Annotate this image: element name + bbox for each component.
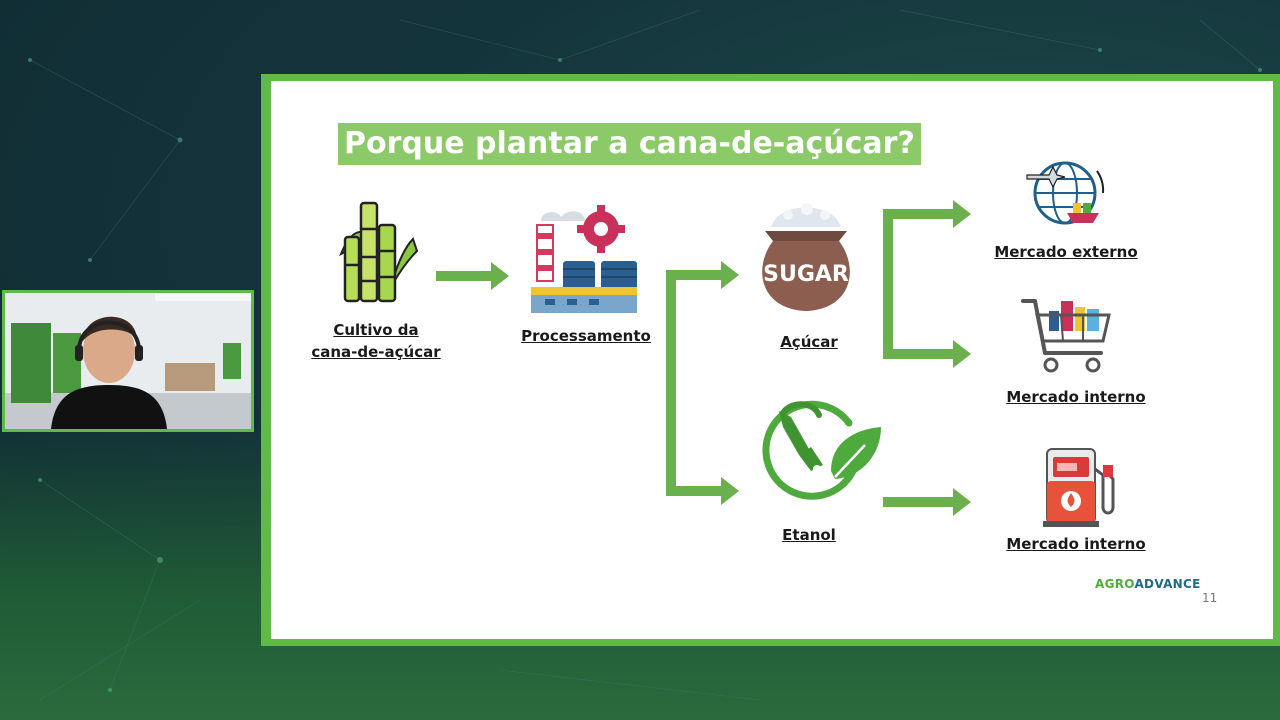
label-cultivo-line1: Cultivo da <box>333 321 419 339</box>
page-number: 11 <box>1202 591 1218 605</box>
sugar-sack-icon: SUGAR <box>762 203 850 311</box>
slide: Porque plantar a cana-de-açúcar? <box>271 81 1273 639</box>
label-mercado-interno-acucar: Mercado interno <box>1006 388 1146 406</box>
arrow-acucar-mercados <box>883 200 971 368</box>
slide-title: Porque plantar a cana-de-açúcar? <box>338 123 921 165</box>
fuel-pump-icon <box>1043 448 1115 527</box>
label-cultivo-line2: cana-de-açúcar <box>311 343 441 361</box>
agroadvance-logo: AGROADVANCE <box>1095 577 1201 591</box>
webcam-video <box>5 293 251 429</box>
shopping-cart-icon <box>1021 299 1111 373</box>
arrow-etanol-mercado-interno <box>883 488 971 516</box>
flow-arrows <box>436 200 971 516</box>
webcam-scene <box>5 293 251 429</box>
sugar-sack-text: SUGAR <box>763 262 849 287</box>
slide-frame: Porque plantar a cana-de-açúcar? <box>261 74 1280 646</box>
arrow-cultivo-processamento <box>436 262 509 290</box>
global-trade-icon <box>1026 161 1105 225</box>
logo-part-agro: AGRO <box>1095 577 1135 591</box>
label-mercado-externo: Mercado externo <box>994 243 1138 261</box>
sugarcane-icon <box>339 201 419 303</box>
label-mercado-interno-etanol: Mercado interno <box>1006 535 1146 553</box>
arrow-processamento-acucar-etanol <box>666 261 739 505</box>
label-processamento: Processamento <box>521 327 651 345</box>
presenter-webcam <box>2 290 254 432</box>
label-cultivo: Cultivo da cana-de-açúcar <box>311 319 441 363</box>
ethanol-fuel-leaf-icon <box>762 400 881 500</box>
factory-icon <box>531 205 637 313</box>
label-etanol: Etanol <box>782 526 836 544</box>
logo-part-advance: ADVANCE <box>1134 577 1201 591</box>
label-acucar: Açúcar <box>780 333 838 351</box>
